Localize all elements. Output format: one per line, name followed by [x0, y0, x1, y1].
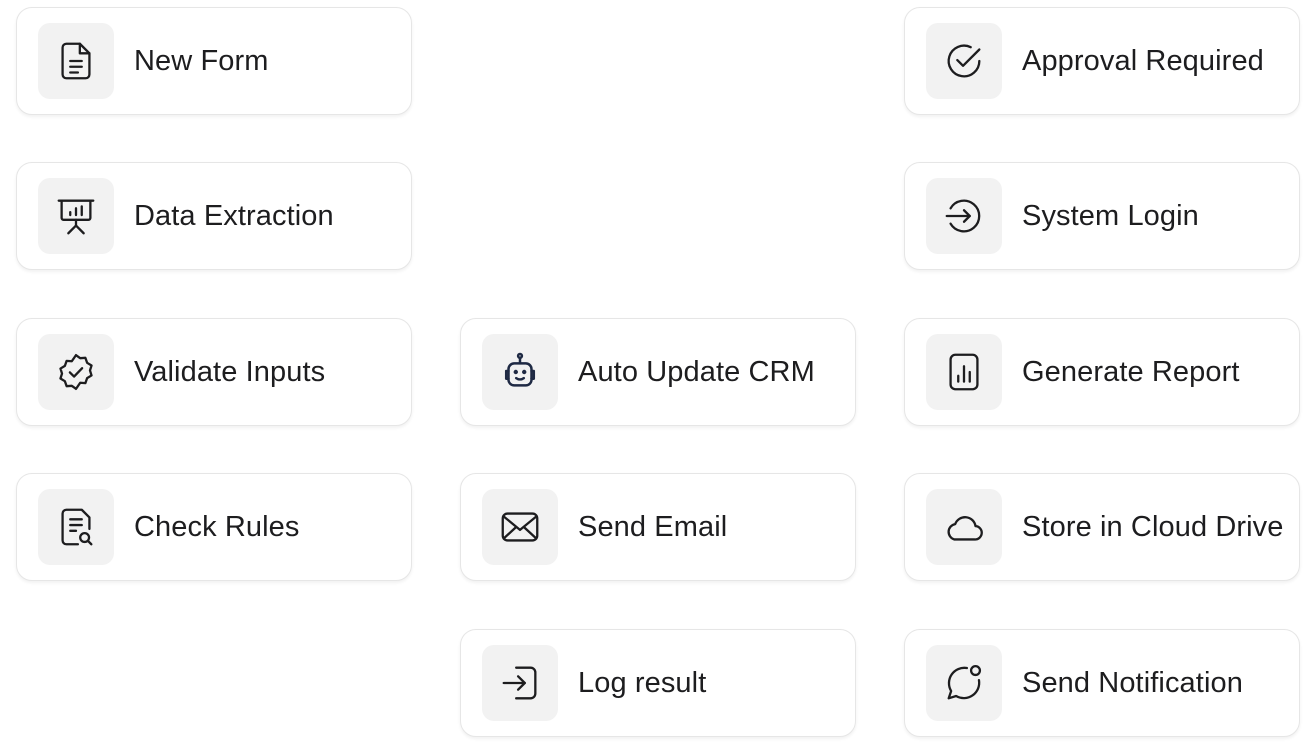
- log-in-icon: [482, 645, 558, 721]
- check-rules-card[interactable]: Check Rules: [16, 473, 412, 581]
- chat-notification-icon: [926, 645, 1002, 721]
- store-in-cloud-drive-card[interactable]: Store in Cloud Drive: [904, 473, 1300, 581]
- send-notification-card[interactable]: Send Notification: [904, 629, 1300, 737]
- card-label: System Login: [1022, 200, 1199, 232]
- card-label: New Form: [134, 45, 269, 77]
- data-extraction-card[interactable]: Data Extraction: [16, 162, 412, 270]
- document-icon: [38, 23, 114, 99]
- card-label: Validate Inputs: [134, 356, 326, 388]
- cloud-icon: [926, 489, 1002, 565]
- card-label: Log result: [578, 667, 707, 699]
- auto-update-crm-card[interactable]: Auto Update CRM: [460, 318, 856, 426]
- card-label: Send Email: [578, 511, 728, 543]
- validate-inputs-card[interactable]: Validate Inputs: [16, 318, 412, 426]
- card-label: Check Rules: [134, 511, 300, 543]
- log-result-card[interactable]: Log result: [460, 629, 856, 737]
- presentation-chart-icon: [38, 178, 114, 254]
- send-email-card[interactable]: Send Email: [460, 473, 856, 581]
- card-label: Store in Cloud Drive: [1022, 511, 1284, 543]
- envelope-icon: [482, 489, 558, 565]
- card-label: Generate Report: [1022, 356, 1240, 388]
- document-search-icon: [38, 489, 114, 565]
- card-label: Send Notification: [1022, 667, 1243, 699]
- badge-check-icon: [38, 334, 114, 410]
- card-label: Data Extraction: [134, 200, 334, 232]
- robot-icon: [482, 334, 558, 410]
- check-circle-icon: [926, 23, 1002, 99]
- card-label: Auto Update CRM: [578, 356, 815, 388]
- system-login-card[interactable]: System Login: [904, 162, 1300, 270]
- login-arrow-icon: [926, 178, 1002, 254]
- card-label: Approval Required: [1022, 45, 1264, 77]
- approval-required-card[interactable]: Approval Required: [904, 7, 1300, 115]
- report-chart-icon: [926, 334, 1002, 410]
- generate-report-card[interactable]: Generate Report: [904, 318, 1300, 426]
- new-form-card[interactable]: New Form: [16, 7, 412, 115]
